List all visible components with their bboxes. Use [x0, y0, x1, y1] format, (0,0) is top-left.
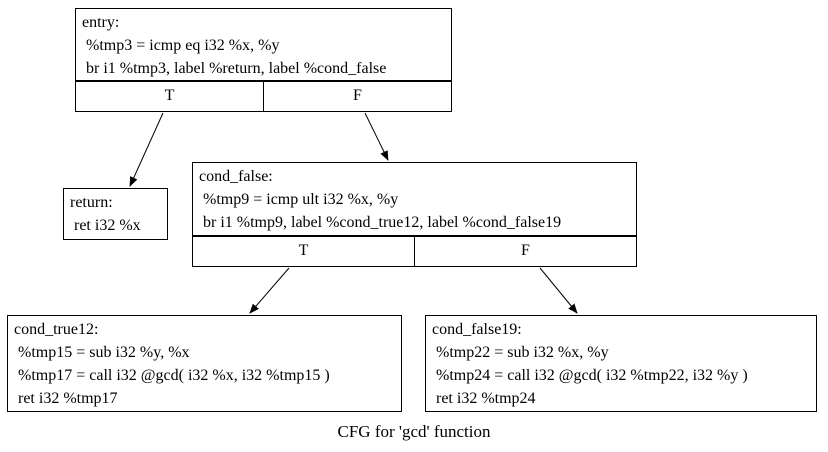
instruction: %tmp9 = icmp ult i32 %x, %y [199, 191, 399, 208]
block-label: cond_false19: [432, 321, 522, 338]
edge-entry-T-to-return [129, 112, 164, 187]
node-return-body: return: ret i32 %x [64, 189, 167, 239]
edge-cond_false-F-to-cond_false19 [539, 267, 578, 314]
entry-true-port: T [164, 87, 175, 104]
node-return: return: ret i32 %x [63, 188, 168, 240]
node-cond_false19-body: cond_false19: %tmp22 = sub i32 %x, %y %t… [426, 316, 816, 411]
node-entry-ports: T F [76, 80, 451, 111]
node-cond_true12-body: cond_true12: %tmp15 = sub i32 %y, %x %tm… [8, 316, 401, 411]
block-label: return: [70, 194, 113, 211]
entry-false-port: F [263, 82, 451, 111]
instruction: ret i32 %tmp17 [14, 390, 118, 407]
instruction: br i1 %tmp9, label %cond_true12, label %… [199, 214, 562, 231]
node-entry-body: entry: %tmp3 = icmp eq i32 %x, %y br i1 … [76, 9, 451, 80]
graph-title: CFG for 'gcd' function [337, 422, 491, 441]
edge-entry-F-to-cond_false [364, 112, 389, 161]
instruction: %tmp22 = sub i32 %x, %y [432, 344, 609, 361]
edge-cond_false-T-to-cond_true12 [249, 267, 290, 314]
instruction: %tmp15 = sub i32 %y, %x [14, 344, 190, 361]
instruction: %tmp3 = icmp eq i32 %x, %y [82, 37, 280, 54]
cond_false-false-port: F [414, 237, 636, 266]
block-label: cond_false: [199, 168, 273, 185]
instruction: %tmp24 = call i32 @gcd( i32 %tmp22, i32 … [432, 367, 748, 384]
instruction: ret i32 %tmp24 [432, 390, 536, 407]
node-cond_false-body: cond_false: %tmp9 = icmp ult i32 %x, %y … [193, 163, 636, 235]
node-cond_false19: cond_false19: %tmp22 = sub i32 %x, %y %t… [425, 315, 817, 412]
node-entry: entry: %tmp3 = icmp eq i32 %x, %y br i1 … [75, 8, 452, 112]
cond_false-true-port: T [298, 242, 309, 259]
block-label: entry: [82, 14, 120, 31]
node-cond_false: cond_false: %tmp9 = icmp ult i32 %x, %y … [192, 162, 637, 267]
node-cond_true12: cond_true12: %tmp15 = sub i32 %y, %x %tm… [7, 315, 402, 412]
instruction: ret i32 %x [70, 217, 141, 234]
instruction: %tmp17 = call i32 @gcd( i32 %x, i32 %tmp… [14, 367, 330, 384]
block-label: cond_true12: [14, 321, 99, 338]
node-cond_false-ports: T F [193, 235, 636, 266]
instruction: br i1 %tmp3, label %return, label %cond_… [82, 60, 387, 77]
